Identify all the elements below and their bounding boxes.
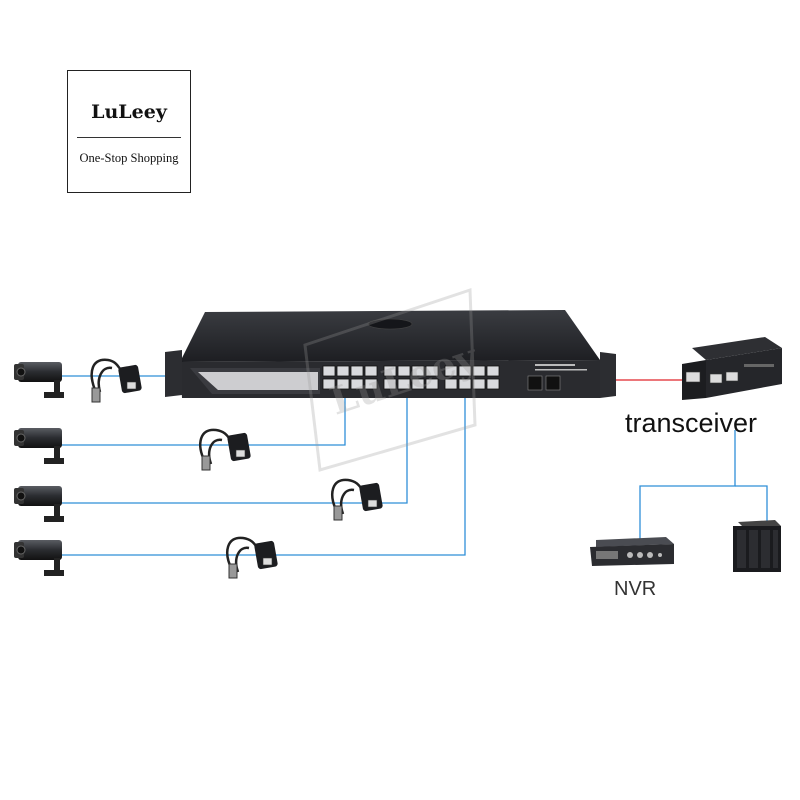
nvr-recorder bbox=[590, 537, 674, 566]
brand-logo: LuLeey One-Stop Shopping bbox=[67, 70, 191, 193]
rack-ear-right bbox=[600, 352, 616, 398]
poe-splitter-2 bbox=[199, 428, 251, 471]
ip-camera-1 bbox=[14, 362, 64, 398]
transceiver-label: transceiver bbox=[625, 408, 758, 438]
poe-switch bbox=[165, 310, 616, 398]
brand-tagline: One-Stop Shopping bbox=[79, 151, 179, 165]
vent-grille bbox=[367, 318, 413, 330]
logo-divider bbox=[77, 137, 181, 138]
cable-transceiver-down bbox=[639, 430, 736, 540]
cable-camera-3 bbox=[62, 392, 408, 504]
cable-camera-2 bbox=[62, 383, 346, 446]
ip-camera-3 bbox=[14, 486, 64, 522]
ip-camera-4 bbox=[14, 540, 64, 576]
ethernet-cables bbox=[62, 375, 768, 556]
rj45-ports bbox=[322, 365, 500, 390]
ip-camera-2 bbox=[14, 428, 64, 464]
media-transceiver bbox=[682, 337, 782, 400]
server-rack bbox=[733, 520, 781, 572]
poe-splitter-3 bbox=[331, 478, 383, 521]
brand-name: LuLeey bbox=[91, 101, 167, 123]
nvr-label: NVR bbox=[614, 578, 657, 600]
rack-ear-left bbox=[165, 350, 182, 397]
sfp-slots bbox=[527, 375, 561, 391]
poe-splitter-4 bbox=[226, 536, 278, 579]
poe-splitter-1 bbox=[90, 358, 142, 403]
cable-server bbox=[735, 485, 768, 523]
cable-camera-4 bbox=[62, 392, 466, 556]
